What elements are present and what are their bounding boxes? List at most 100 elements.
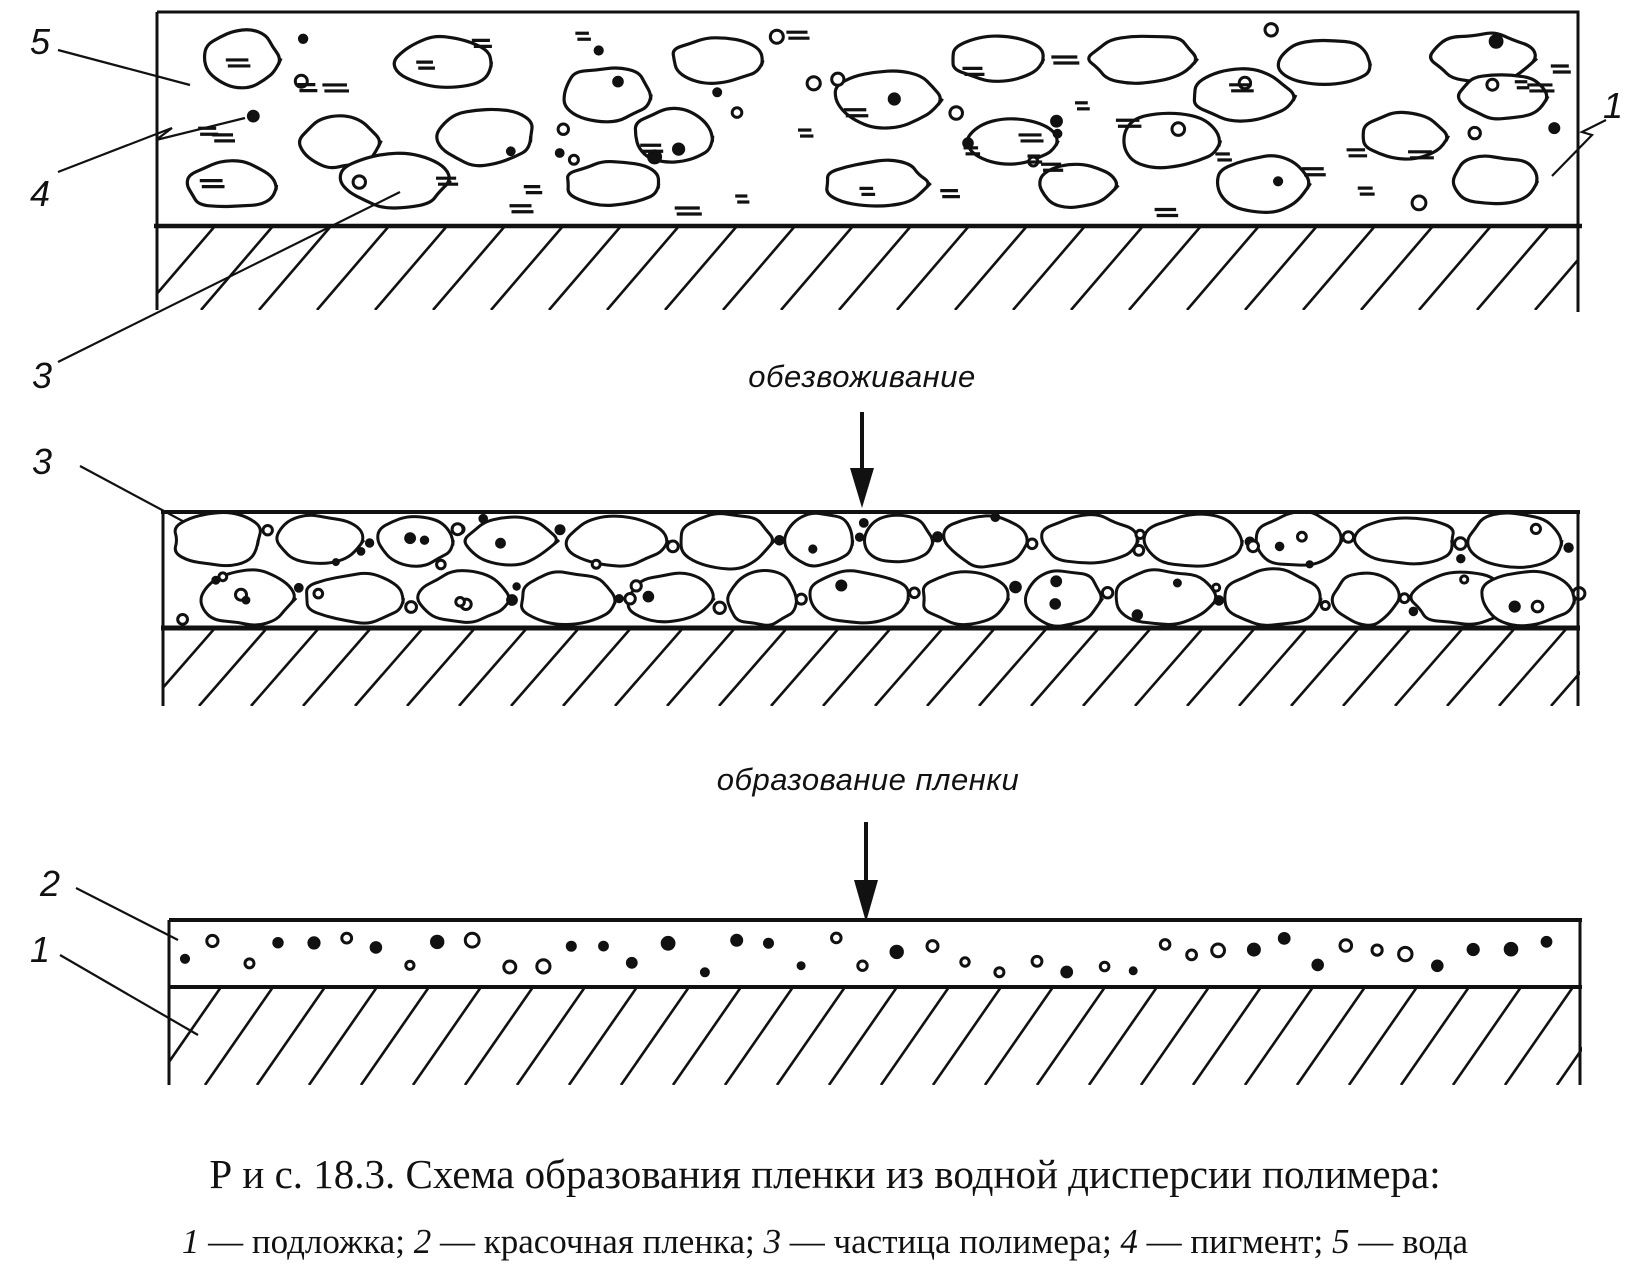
- pigment-dot: [598, 940, 609, 952]
- polymer-particle: [392, 34, 493, 89]
- pigment-dot: [369, 941, 383, 954]
- polymer-particle: [566, 159, 661, 207]
- film-formation-label: образование пленки: [717, 762, 1019, 797]
- pigment-ring: [463, 931, 481, 949]
- pigment-ring: [1410, 194, 1428, 212]
- pigment-dot: [887, 92, 901, 106]
- polymer-particle: [1456, 73, 1550, 121]
- pigment-dot: [660, 935, 676, 951]
- polymer-particles: [185, 28, 1550, 214]
- packed-layer-frame: [161, 510, 1580, 706]
- pigment-dot: [858, 518, 869, 528]
- pigment-dot: [241, 595, 251, 605]
- polymer-particle: [1122, 111, 1223, 170]
- pigment-ring: [1237, 75, 1253, 91]
- packed-particle: [942, 514, 1030, 569]
- pigment-ring: [830, 931, 843, 945]
- pigment-ring: [217, 571, 229, 583]
- pigment-dot: [554, 148, 565, 158]
- pigment-ring: [1025, 537, 1039, 551]
- pigment-ring: [261, 524, 274, 537]
- packed-particle: [626, 571, 716, 624]
- label-1-top: 1: [1603, 85, 1623, 126]
- pigment-ring: [1210, 942, 1226, 959]
- packed-particle: [1353, 516, 1455, 566]
- pigment-ring: [404, 600, 419, 614]
- legend-item-4: 4 — пигмент;: [1120, 1222, 1332, 1261]
- water-molecules: [198, 30, 1571, 218]
- pigment-dot: [364, 538, 375, 548]
- polymer-particle: [185, 159, 279, 209]
- pigment-dot: [672, 142, 686, 156]
- substrate-hatch: [157, 226, 1577, 310]
- pigment-ring: [454, 596, 466, 608]
- pigment-ring: [993, 966, 1006, 979]
- pigment-ring: [959, 956, 971, 968]
- pigment-dot: [430, 934, 445, 950]
- polymer-particle: [1038, 162, 1120, 210]
- packed-particle: [1040, 513, 1140, 565]
- pigment-ring: [1453, 536, 1468, 551]
- pigment-dot: [774, 535, 785, 546]
- film-layer-frame: [167, 918, 1582, 1085]
- stage-film: [167, 918, 1582, 1085]
- pigment-ring: [590, 558, 602, 570]
- pigment-ring: [502, 959, 518, 975]
- polymer-particle: [1192, 67, 1298, 123]
- pigment-particles: [246, 22, 1561, 212]
- pigment-dot: [1050, 575, 1063, 588]
- packed-particle: [783, 511, 855, 568]
- label-3-mid: 3: [32, 441, 52, 482]
- pigment-ring: [1398, 592, 1411, 605]
- packed-particle: [808, 569, 911, 625]
- pigment-ring: [623, 592, 637, 606]
- packed-particle: [1114, 568, 1219, 626]
- pigment-dot: [990, 512, 1001, 523]
- pigment-dot: [554, 524, 566, 536]
- pigment-dot: [246, 109, 260, 123]
- polymer-particle: [1276, 38, 1373, 87]
- pigment-dot: [889, 944, 904, 960]
- label-3-top: 3: [32, 355, 52, 396]
- pigment-dot: [1246, 942, 1261, 957]
- dewatering-label: обезвоживание: [748, 359, 975, 394]
- pigment-ring: [1529, 522, 1543, 536]
- pigment-dot: [796, 961, 806, 971]
- pigment-dot: [612, 75, 624, 88]
- legend-item-2: 2 — красочная пленка;: [413, 1222, 764, 1261]
- pigment-dot: [505, 146, 516, 157]
- pigment-dot: [699, 967, 710, 978]
- pigment-dot: [712, 87, 723, 98]
- pigment-ring: [556, 122, 570, 136]
- pigment-dot: [331, 558, 340, 567]
- polymer-particle: [1087, 34, 1199, 85]
- packed-particle: [520, 570, 618, 627]
- pigment-ring: [1296, 530, 1308, 543]
- pigment-dot: [1060, 965, 1074, 979]
- pigment-ring: [1467, 125, 1482, 141]
- pigment-dot: [1131, 609, 1144, 621]
- pigment-dot: [1049, 598, 1061, 610]
- pigment-ring: [1030, 954, 1044, 968]
- packed-polymer-particles: [173, 509, 1577, 628]
- substrate-hatch: [169, 987, 1582, 1085]
- packed-particle: [305, 571, 405, 625]
- pigment-ring: [1211, 582, 1222, 593]
- pigment-ring: [1530, 599, 1545, 614]
- pigment-dot: [763, 937, 774, 949]
- pigment-dot: [808, 544, 818, 554]
- packed-particle: [1466, 511, 1564, 569]
- packed-particle: [1223, 567, 1323, 627]
- pigment-dot: [506, 594, 518, 606]
- pigment-ring: [1397, 945, 1414, 963]
- pigment-dot: [1273, 176, 1284, 187]
- pigment-ring: [176, 613, 190, 626]
- pigment-ring: [1246, 539, 1260, 554]
- pigment-dot: [730, 933, 744, 947]
- polymer-particle: [1361, 110, 1450, 161]
- pigment-ring: [908, 586, 921, 600]
- pigment-dot: [565, 940, 577, 952]
- pigment-ring: [1132, 543, 1146, 557]
- pigment-dot: [1050, 114, 1063, 128]
- pigment-dot: [1563, 542, 1574, 553]
